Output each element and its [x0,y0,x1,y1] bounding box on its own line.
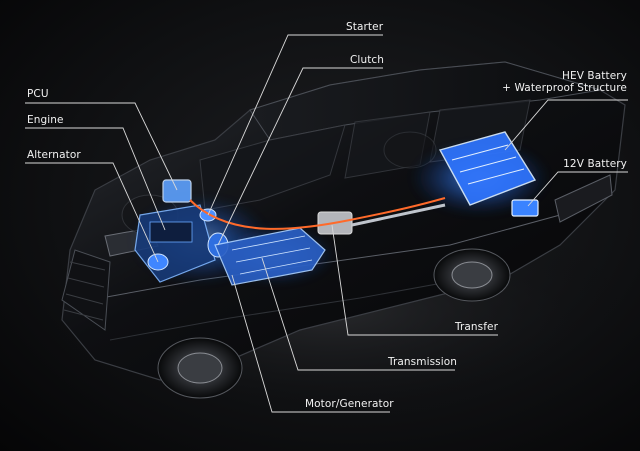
label-hev-battery-line2: + Waterproof Structure [502,82,627,94]
label-hev-battery: HEV Battery + Waterproof Structure [502,70,627,94]
transmission-unit [214,227,326,286]
leader-lines [25,34,628,413]
leader-alternator [25,162,159,263]
front-wheel [157,337,243,399]
label-12v-battery: 12V Battery [563,158,627,170]
pcu-unit [162,179,192,203]
label-transfer: Transfer [455,321,499,333]
hv-cable [189,197,446,230]
hev-battery-unit [438,131,537,206]
12v-battery-unit [511,199,539,217]
leader-clutch [217,67,383,246]
leader-transmission [261,257,455,371]
label-clutch: Clutch [350,54,385,66]
label-motor-generator: Motor/Generator [305,398,394,410]
leader-starter [207,34,383,216]
leader-transfer [331,224,498,336]
label-hev-battery-line1: HEV Battery [561,70,627,82]
leader-engine [25,127,166,231]
label-starter: Starter [346,21,384,33]
label-transmission: Transmission [388,356,458,368]
rear-wheel [433,248,511,302]
leader-12v-battery [527,171,628,207]
label-alternator: Alternator [27,149,81,161]
powertrain-components [130,131,550,286]
leader-motor-generator [231,274,390,413]
leader-pcu [25,102,178,191]
leader-hev-battery [504,99,628,151]
label-engine: Engine [27,114,64,126]
label-pcu: PCU [27,88,49,100]
